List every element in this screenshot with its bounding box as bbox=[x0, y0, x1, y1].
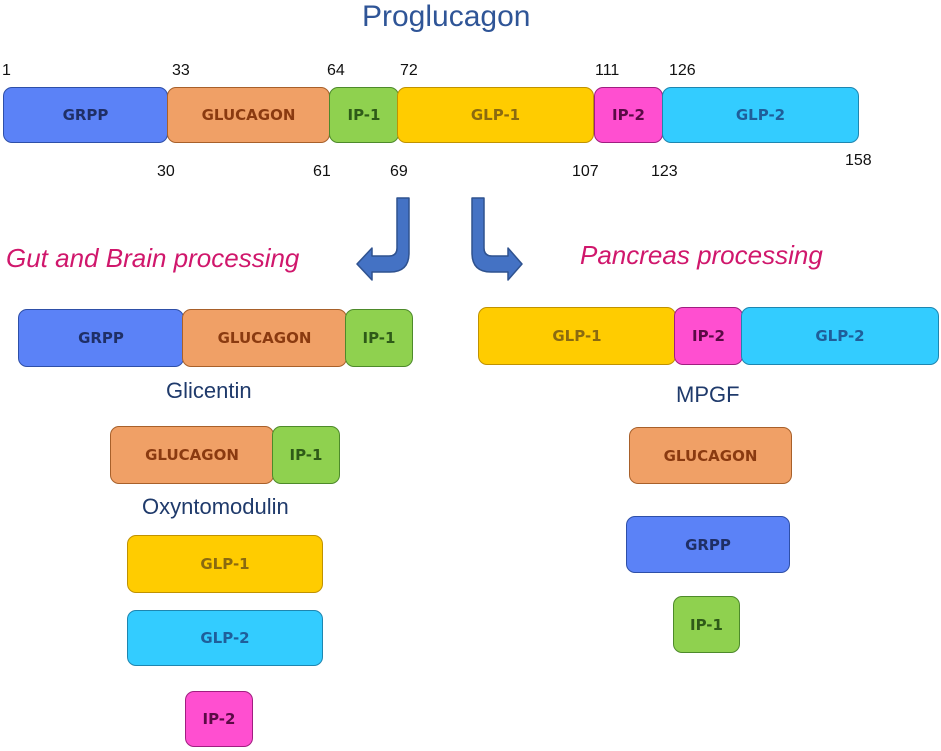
segment-label: IP-1 bbox=[362, 329, 396, 347]
segment-ip2: IP-2 bbox=[185, 691, 253, 747]
segment-glucagon: GLUCAGON bbox=[182, 309, 347, 367]
segment-label: GLUCAGON bbox=[217, 329, 312, 347]
position-label-top: 126 bbox=[669, 62, 696, 79]
segment-label: GLP-1 bbox=[200, 555, 250, 573]
segment-glp2: GLP-2 bbox=[127, 610, 323, 666]
diagram-title: Proglucagon bbox=[362, 0, 531, 33]
segment-glucagon: GLUCAGON bbox=[629, 427, 792, 484]
oxyntomodulin-label: Oxyntomodulin bbox=[142, 494, 289, 519]
segment-ip1: IP-1 bbox=[329, 87, 399, 143]
segment-label: GLP-2 bbox=[200, 629, 250, 647]
segment-ip2: IP-2 bbox=[674, 307, 743, 365]
segment-label: GLUCAGON bbox=[201, 106, 296, 124]
segment-glucagon: GLUCAGON bbox=[167, 87, 330, 143]
segment-ip2: IP-2 bbox=[594, 87, 663, 143]
segment-label: GRPP bbox=[62, 106, 109, 124]
position-label-top: 33 bbox=[172, 62, 190, 79]
position-label-bottom: 107 bbox=[572, 163, 599, 180]
segment-label: GLP-1 bbox=[470, 106, 521, 124]
segment-grpp: GRPP bbox=[3, 87, 168, 143]
segment-label: IP-1 bbox=[289, 446, 323, 464]
pancreas-processing-heading: Pancreas processing bbox=[580, 240, 823, 270]
position-label-bottom: 158 bbox=[845, 152, 872, 169]
segment-grpp: GRPP bbox=[626, 516, 790, 573]
segment-grpp: GRPP bbox=[18, 309, 184, 367]
segment-label: IP-2 bbox=[202, 710, 236, 728]
segment-ip1: IP-1 bbox=[345, 309, 413, 367]
arrow-left-icon bbox=[356, 197, 410, 281]
position-label-top: 72 bbox=[400, 62, 418, 79]
segment-glp1: GLP-1 bbox=[478, 307, 676, 365]
segment-ip1: IP-1 bbox=[673, 596, 740, 653]
segment-label: IP-2 bbox=[692, 327, 725, 345]
segment-glp2: GLP-2 bbox=[741, 307, 939, 365]
position-label-bottom: 123 bbox=[651, 163, 678, 180]
glicentin-label: Glicentin bbox=[166, 378, 252, 403]
position-label-top: 64 bbox=[327, 62, 345, 79]
arrow-right-icon bbox=[471, 197, 523, 281]
position-label-bottom: 69 bbox=[390, 163, 408, 180]
gut-brain-processing-heading: Gut and Brain processing bbox=[6, 243, 300, 273]
segment-label: GRPP bbox=[78, 329, 124, 347]
position-label-top: 1 bbox=[2, 62, 11, 79]
segment-label: GLP-2 bbox=[735, 106, 786, 124]
segment-label: GLUCAGON bbox=[663, 446, 758, 465]
segment-ip1: IP-1 bbox=[272, 426, 340, 484]
segment-glucagon: GLUCAGON bbox=[110, 426, 274, 484]
position-label-top: 111 bbox=[595, 62, 620, 79]
segment-glp1: GLP-1 bbox=[397, 87, 594, 143]
mpgf-label: MPGF bbox=[676, 382, 740, 407]
segment-label: IP-1 bbox=[690, 615, 723, 634]
segment-label: GLP-1 bbox=[552, 327, 602, 345]
segment-label: IP-2 bbox=[612, 106, 645, 124]
segment-label: GRPP bbox=[685, 535, 731, 554]
segment-label: GLUCAGON bbox=[145, 446, 239, 464]
segment-glp2: GLP-2 bbox=[662, 87, 859, 143]
segment-label: IP-1 bbox=[347, 106, 381, 124]
segment-label: GLP-2 bbox=[815, 327, 865, 345]
position-label-bottom: 61 bbox=[313, 163, 331, 180]
segment-glp1: GLP-1 bbox=[127, 535, 323, 593]
position-label-bottom: 30 bbox=[157, 163, 175, 180]
